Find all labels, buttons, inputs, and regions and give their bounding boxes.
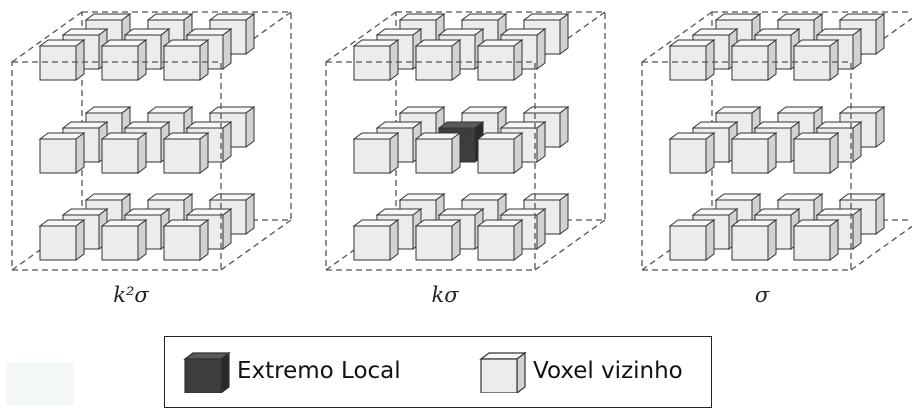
bounding-box-front: [641, 61, 852, 271]
neighbor-voxel: [476, 39, 524, 81]
neighbor-voxel: [476, 132, 524, 174]
neighbor-voxel: [100, 39, 148, 81]
scale-block-1: [325, 11, 606, 271]
scale-block-2: [641, 11, 912, 271]
neighbor-voxel: [730, 132, 778, 174]
neighbor-voxel: [668, 39, 716, 81]
neighbor-voxel: [668, 132, 716, 174]
legend-box: Extremo Local Voxel vizinho: [164, 336, 712, 408]
corner-mark: [6, 362, 74, 405]
scale-block-0: [11, 11, 292, 271]
legend-neighbor-label: Voxel vizinho: [533, 358, 683, 384]
neighbor-voxel: [414, 219, 462, 261]
neighbor-voxel: [730, 219, 778, 261]
legend-item-extremum: Extremo Local: [181, 351, 401, 393]
extremum-voxel-icon: [183, 351, 231, 393]
bounding-box-front: [11, 61, 222, 271]
neighbor-voxel: [38, 132, 86, 174]
neighbor-voxel: [100, 132, 148, 174]
neighbor-voxel-icon: [479, 351, 527, 393]
neighbor-voxel: [38, 39, 86, 81]
bounding-box-front: [325, 61, 536, 271]
scale-label-ksigma: kσ: [431, 283, 459, 307]
neighbor-voxel: [792, 219, 840, 261]
neighbor-voxel: [352, 219, 400, 261]
neighbor-voxel: [476, 219, 524, 261]
neighbor-voxel: [352, 39, 400, 81]
neighbor-voxel: [38, 219, 86, 261]
legend-item-neighbor: Voxel vizinho: [477, 351, 683, 393]
legend-extremum-label: Extremo Local: [237, 358, 401, 384]
neighbor-voxel: [792, 39, 840, 81]
neighbor-voxel: [792, 132, 840, 174]
neighbor-voxel: [162, 39, 210, 81]
scale-label-sigma: σ: [754, 283, 770, 307]
neighbor-voxel: [162, 132, 210, 174]
neighbor-voxel: [414, 132, 462, 174]
neighbor-voxel: [414, 39, 462, 81]
neighbor-voxel: [730, 39, 778, 81]
neighbor-voxel: [668, 219, 716, 261]
neighbor-voxel: [100, 219, 148, 261]
scale-label-k2sigma: k²σ: [113, 283, 149, 307]
neighbor-voxel: [352, 132, 400, 174]
neighbor-voxel: [162, 219, 210, 261]
